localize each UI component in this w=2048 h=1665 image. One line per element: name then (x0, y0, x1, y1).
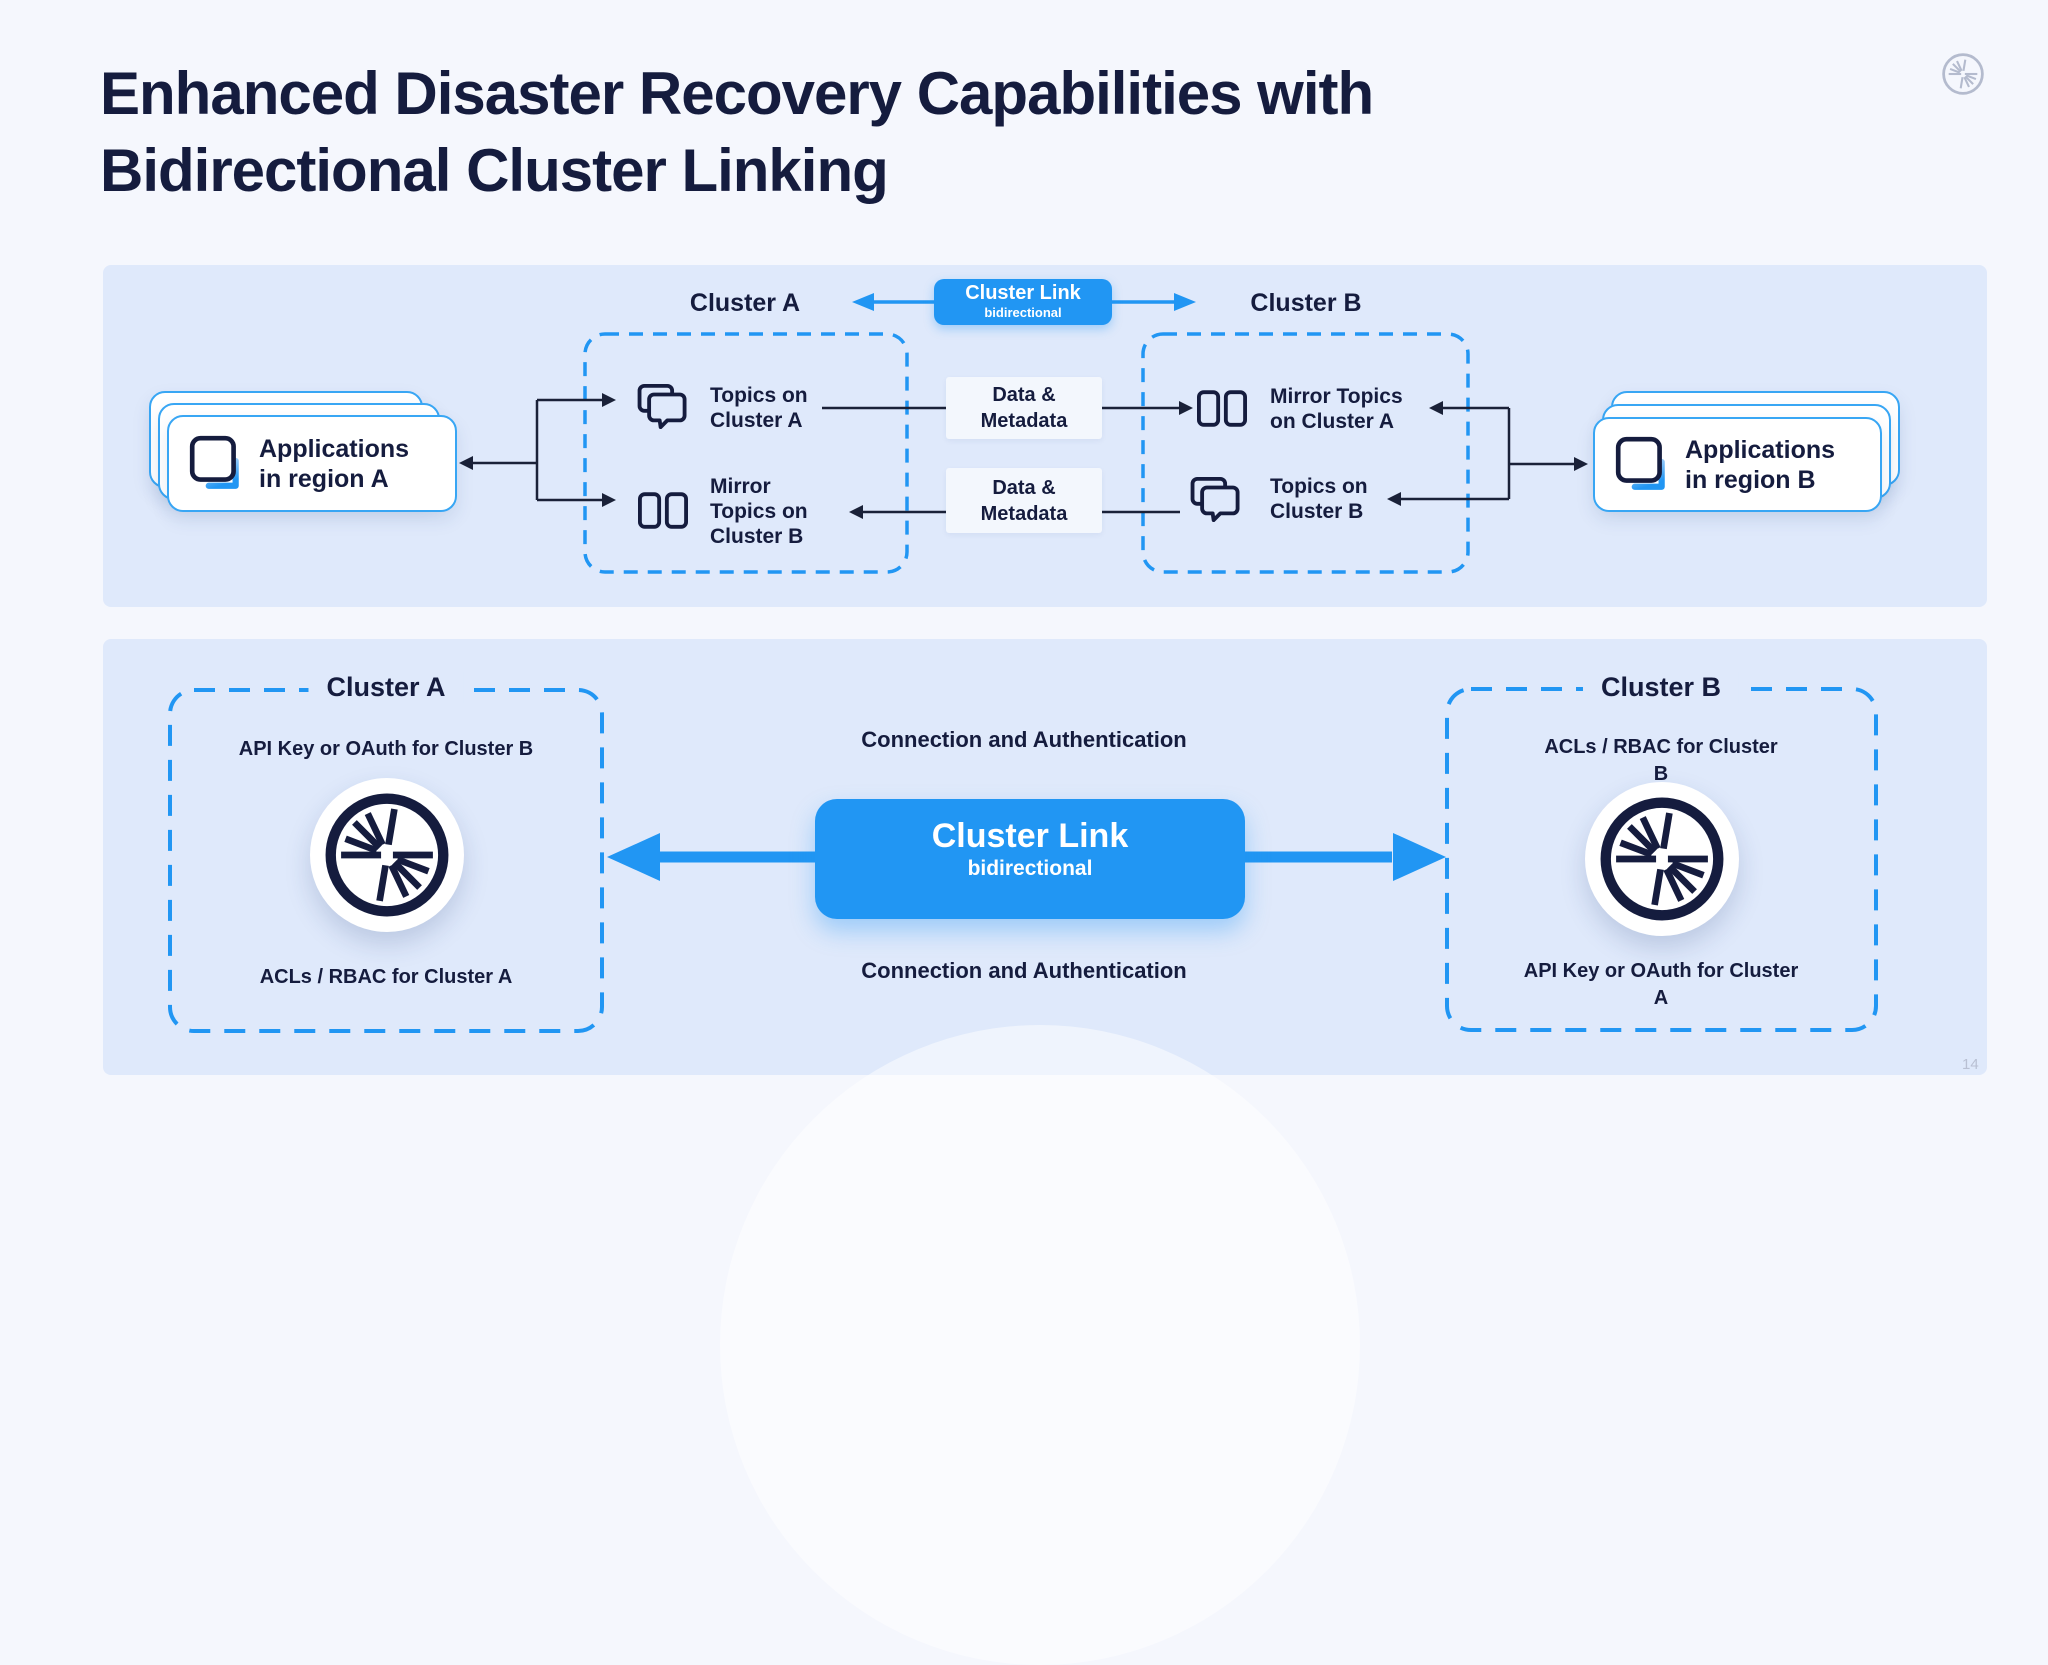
badge-left-arrow (852, 293, 934, 311)
slide-title: Enhanced Disaster Recovery Capabilities … (100, 60, 1374, 204)
mirror-topics-cluster-b-label: Mirror Topics on Cluster B (710, 475, 808, 548)
data-metadata-box-bottom: Data & Metadata (946, 468, 1102, 533)
apps-a-connector (459, 393, 616, 507)
application-icon (187, 433, 245, 493)
mirror-topics-icon (1197, 390, 1247, 427)
cluster-link-left-arrow (607, 833, 816, 881)
apps-region-a-card: Applications in region A (167, 415, 457, 512)
cluster-link-box-title: Cluster Link (931, 817, 1129, 855)
top-cluster-b-box (1141, 332, 1470, 574)
cluster-link-badge-subtitle: bidirectional (984, 305, 1062, 320)
cluster-link-right-arrow (1244, 833, 1446, 881)
data-metadata-box-top: Data & Metadata (946, 377, 1102, 439)
bottom-cluster-a-title: Cluster A (308, 672, 464, 703)
confluent-logo-icon (310, 778, 464, 932)
cluster-link-badge-title: Cluster Link (965, 282, 1081, 304)
topics-chat-icon (1188, 476, 1245, 522)
top-cluster-b-label: Cluster B (1250, 289, 1362, 317)
top-cluster-a-box (583, 332, 909, 574)
top-cluster-a-label: Cluster A (689, 289, 801, 317)
confluent-logo-icon (1939, 50, 1987, 98)
connection-auth-bottom-label: Connection and Authentication (861, 958, 1187, 983)
cluster-link-box-subtitle: bidirectional (967, 857, 1093, 880)
cluster-link-box: Cluster Link bidirectional (815, 799, 1245, 919)
cluster-a-acls-label: ACLs / RBAC for Cluster A (259, 966, 513, 988)
topics-on-cluster-a-label: Topics on Cluster A (710, 384, 808, 432)
apps-region-a-label: Applications in region A (259, 435, 410, 493)
topics-on-cluster-b-label: Topics on Cluster B (1270, 475, 1368, 523)
apps-region-b-card: Applications in region B (1593, 417, 1882, 512)
connection-auth-top-label: Connection and Authentication (861, 727, 1187, 752)
apps-region-b-label: Applications in region B (1685, 436, 1836, 494)
mirror-topics-icon (638, 492, 688, 529)
mirror-topics-cluster-a-label: Mirror Topics on Cluster A (1270, 385, 1403, 433)
cluster-link-badge: Cluster Link bidirectional (934, 279, 1112, 325)
cluster-b-acls-label: ACLs / RBAC for Cluster B (1544, 736, 1778, 785)
topics-chat-icon (635, 383, 692, 429)
cluster-b-api-key-label: API Key or OAuth for Cluster A (1523, 960, 1799, 1009)
cluster-a-api-key-label: API Key or OAuth for Cluster B (238, 738, 534, 760)
application-icon (1613, 434, 1671, 494)
page-number: 14 (1962, 1056, 1979, 1073)
badge-right-arrow (1112, 293, 1196, 311)
apps-b-connector (1387, 401, 1588, 506)
confluent-logo-icon (1585, 782, 1739, 936)
bottom-cluster-b-title: Cluster B (1582, 672, 1740, 703)
slide-canvas: Enhanced Disaster Recovery Capabilities … (100, 50, 1987, 1075)
